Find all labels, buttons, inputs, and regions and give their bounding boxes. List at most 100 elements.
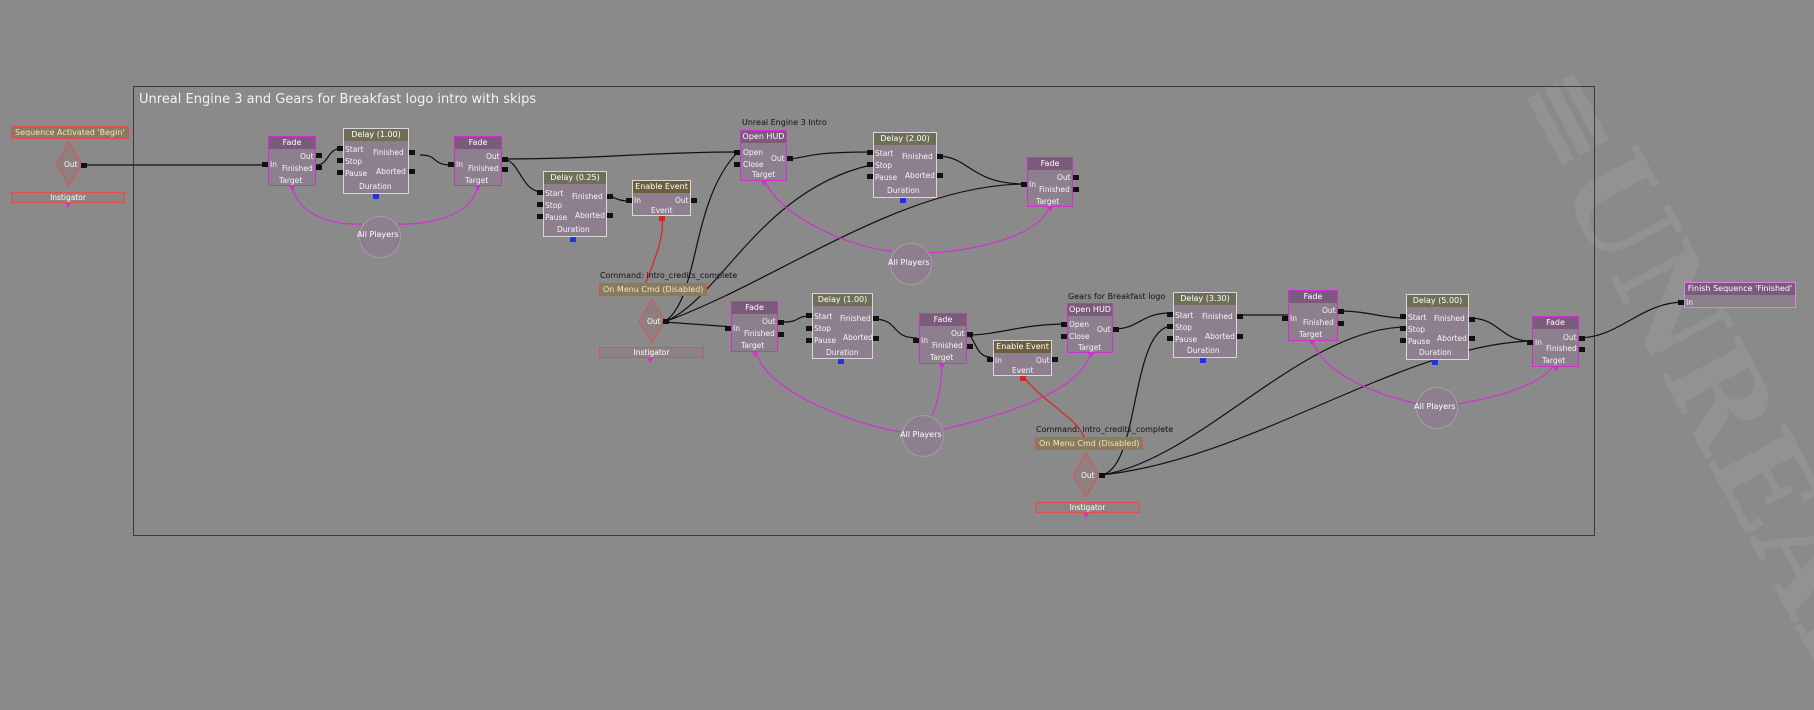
close-pin[interactable] bbox=[1061, 334, 1067, 339]
event-pin[interactable] bbox=[1020, 376, 1026, 381]
delay-node-1[interactable]: Delay (1.00) bbox=[343, 128, 409, 194]
fade-node-6[interactable]: Fade bbox=[1288, 290, 1338, 341]
start-pin[interactable] bbox=[1400, 314, 1406, 319]
aborted-pin[interactable] bbox=[873, 336, 879, 341]
out-pin[interactable] bbox=[787, 156, 793, 161]
all-players-var-2[interactable] bbox=[890, 243, 932, 285]
finished-pin[interactable] bbox=[1073, 187, 1079, 192]
fade-node-2[interactable]: Fade bbox=[454, 136, 502, 186]
cmd-instigator-bar-2[interactable]: Instigator bbox=[1035, 502, 1140, 513]
fade-node-4[interactable]: Fade bbox=[731, 301, 778, 352]
finished-pin[interactable] bbox=[1469, 317, 1475, 322]
menu-cmd-diamond-1[interactable] bbox=[637, 297, 667, 345]
finished-pin[interactable] bbox=[1237, 314, 1243, 319]
on-menu-cmd-event-2[interactable]: On Menu Cmd (Disabled) bbox=[1035, 437, 1144, 450]
in-pin[interactable] bbox=[262, 162, 268, 167]
fade-node-5[interactable]: Fade bbox=[919, 313, 967, 364]
aborted-pin[interactable] bbox=[1237, 334, 1243, 339]
enable-event-node-2[interactable]: Enable Event bbox=[993, 340, 1052, 376]
stop-pin[interactable] bbox=[806, 326, 812, 331]
duration-pin[interactable] bbox=[900, 198, 906, 203]
start-pin[interactable] bbox=[806, 313, 812, 318]
finished-pin[interactable] bbox=[1579, 347, 1585, 352]
fade-node-1[interactable]: Fade bbox=[268, 136, 316, 186]
start-pin[interactable] bbox=[337, 146, 343, 151]
in-pin[interactable] bbox=[1527, 340, 1533, 345]
aborted-pin[interactable] bbox=[607, 213, 613, 218]
stop-pin[interactable] bbox=[1167, 324, 1173, 329]
finished-pin[interactable] bbox=[502, 167, 508, 172]
out-pin[interactable] bbox=[967, 332, 973, 337]
pause-pin[interactable] bbox=[867, 174, 873, 179]
finish-sequence-node[interactable]: Finish Sequence 'Finished' bbox=[1684, 282, 1796, 308]
delay-node-025[interactable]: Delay (0.25) bbox=[543, 171, 607, 237]
sequence-activated-event[interactable]: Sequence Activated 'Begin' bbox=[11, 126, 129, 139]
open-pin[interactable] bbox=[1061, 322, 1067, 327]
open-pin[interactable] bbox=[734, 150, 740, 155]
pause-pin[interactable] bbox=[337, 170, 343, 175]
stop-pin[interactable] bbox=[337, 158, 343, 163]
finish-in-pin[interactable] bbox=[1678, 300, 1684, 305]
finished-pin[interactable] bbox=[778, 332, 784, 337]
start-pin[interactable] bbox=[867, 150, 873, 155]
target-pin-arrow[interactable] bbox=[289, 186, 295, 191]
event-pin[interactable] bbox=[659, 216, 665, 221]
in-pin[interactable] bbox=[987, 357, 993, 362]
in-pin[interactable] bbox=[626, 198, 632, 203]
in-pin[interactable] bbox=[1021, 182, 1027, 187]
pause-pin[interactable] bbox=[537, 214, 543, 219]
finished-pin[interactable] bbox=[967, 344, 973, 349]
cmd-instigator-bar-1[interactable]: Instigator bbox=[599, 347, 704, 358]
in-pin[interactable] bbox=[913, 338, 919, 343]
stop-pin[interactable] bbox=[1400, 326, 1406, 331]
out-pin[interactable] bbox=[1579, 336, 1585, 341]
pause-pin[interactable] bbox=[1400, 338, 1406, 343]
out-pin[interactable] bbox=[691, 198, 697, 203]
start-pin[interactable] bbox=[537, 190, 543, 195]
finished-pin[interactable] bbox=[409, 150, 415, 155]
in-pin[interactable] bbox=[448, 162, 454, 167]
fade-node-7[interactable]: Fade bbox=[1532, 316, 1579, 367]
target-pin-arrow[interactable] bbox=[1309, 341, 1315, 346]
out-pin[interactable] bbox=[1338, 309, 1344, 314]
out-pin[interactable] bbox=[778, 320, 784, 325]
finished-pin[interactable] bbox=[937, 154, 943, 159]
stop-pin[interactable] bbox=[867, 162, 873, 167]
target-pin-arrow[interactable] bbox=[752, 352, 758, 357]
target-pin-arrow[interactable] bbox=[475, 186, 481, 191]
delay-node-5[interactable]: Delay (5.00) bbox=[1406, 294, 1469, 360]
cmd-out-pin[interactable] bbox=[663, 319, 669, 324]
close-pin[interactable] bbox=[734, 162, 740, 167]
aborted-pin[interactable] bbox=[1469, 336, 1475, 341]
enable-event-node-1[interactable]: Enable Event bbox=[632, 180, 691, 216]
start-instigator-bar[interactable]: Instigator bbox=[11, 192, 125, 203]
target-pin-arrow[interactable] bbox=[1088, 353, 1094, 358]
finished-pin[interactable] bbox=[316, 165, 322, 170]
aborted-pin[interactable] bbox=[409, 169, 415, 174]
pause-pin[interactable] bbox=[1167, 336, 1173, 341]
out-pin[interactable] bbox=[1052, 357, 1058, 362]
delay-node-33[interactable]: Delay (3.30) bbox=[1173, 292, 1237, 358]
sequence-comment-frame[interactable] bbox=[133, 86, 1595, 536]
out-pin[interactable] bbox=[1073, 175, 1079, 180]
out-pin[interactable] bbox=[502, 157, 508, 162]
start-pin[interactable] bbox=[1167, 312, 1173, 317]
aborted-pin[interactable] bbox=[937, 173, 943, 178]
duration-pin[interactable] bbox=[838, 359, 844, 364]
delay-node-2[interactable]: Delay (2.00) bbox=[873, 132, 937, 198]
pause-pin[interactable] bbox=[806, 338, 812, 343]
target-pin-arrow[interactable] bbox=[939, 364, 945, 369]
start-event-diamond[interactable] bbox=[54, 140, 84, 188]
out-pin[interactable] bbox=[316, 153, 322, 158]
target-pin-arrow[interactable] bbox=[761, 181, 767, 186]
out-pin[interactable] bbox=[1113, 327, 1119, 332]
in-pin[interactable] bbox=[1282, 316, 1288, 321]
all-players-var-1[interactable] bbox=[359, 216, 401, 258]
finished-pin[interactable] bbox=[607, 194, 613, 199]
fade-node-3[interactable]: Fade bbox=[1027, 157, 1073, 207]
target-pin-arrow[interactable] bbox=[1047, 207, 1053, 212]
target-pin-arrow[interactable] bbox=[1553, 367, 1559, 372]
in-pin[interactable] bbox=[725, 326, 731, 331]
start-out-pin[interactable] bbox=[81, 163, 87, 168]
